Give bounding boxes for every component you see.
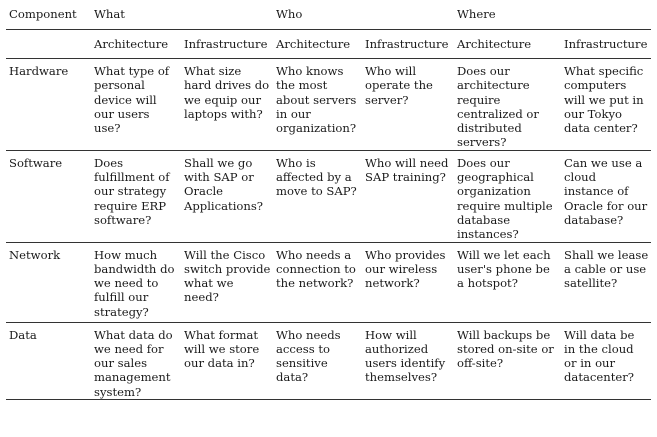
group-header-row: Component What Who Where bbox=[6, 4, 651, 30]
table-cell: Who needs a connection to the network? bbox=[273, 241, 362, 323]
subheader-blank bbox=[6, 29, 91, 59]
table-cell: What type of personal device will our us… bbox=[91, 58, 181, 151]
table-cell: What specific computers will we put in o… bbox=[561, 58, 651, 151]
subheader-cell: Architecture bbox=[91, 29, 181, 59]
corner-header: Component bbox=[9, 7, 77, 21]
subheader-cell: Infrastructure bbox=[181, 29, 273, 59]
table-cell: Does fulfillment of our strategy require… bbox=[91, 149, 181, 243]
table-cell: Will backups be stored on-site or off-si… bbox=[454, 321, 561, 401]
table-row-software: Software Does fulfillment of our strateg… bbox=[6, 149, 651, 243]
table-cell: How much bandwidth do we need to fulfill… bbox=[91, 241, 181, 323]
table-row-network: Network How much bandwidth do we need to… bbox=[6, 241, 651, 323]
table-cell: Who will operate the server? bbox=[362, 58, 454, 151]
group-header-where: Where bbox=[457, 7, 496, 21]
table-cell: Can we use a cloud instance of Oracle fo… bbox=[561, 149, 651, 243]
table-cell: Who will need SAP training? bbox=[362, 149, 454, 243]
table-cell: Shall we lease a cable or use satellite? bbox=[561, 241, 651, 323]
table-cell: Will we let each user's phone be a hotsp… bbox=[454, 241, 561, 323]
table-cell: Who knows the most about servers in our … bbox=[273, 58, 362, 151]
table-row-hardware: Hardware What type of personal device wi… bbox=[6, 58, 651, 151]
subheader-cell: Infrastructure bbox=[561, 29, 651, 59]
table-cell: Will the Cisco switch provide what we ne… bbox=[181, 241, 273, 323]
subheader-cell: Architecture bbox=[273, 29, 362, 59]
table-cell: Will data be in the cloud or in our data… bbox=[561, 321, 651, 401]
component-matrix-table: Component What Who Where Architecture In… bbox=[6, 4, 651, 401]
table-cell: Who needs access to sensitive data? bbox=[273, 321, 362, 401]
table-cell: What size hard drives do we equip our la… bbox=[181, 58, 273, 151]
row-label: Software bbox=[6, 149, 91, 243]
group-header-who: Who bbox=[276, 7, 303, 21]
row-label: Hardware bbox=[6, 58, 91, 151]
subheader-cell: Infrastructure bbox=[362, 29, 454, 59]
table-cell: Who is affected by a move to SAP? bbox=[273, 149, 362, 243]
group-header-what: What bbox=[94, 7, 125, 21]
table-cell: Does our geographical organization requi… bbox=[454, 149, 561, 243]
row-label: Network bbox=[6, 241, 91, 323]
table-cell: What data do we need for our sales manag… bbox=[91, 321, 181, 401]
table-cell: Shall we go with SAP or Oracle Applicati… bbox=[181, 149, 273, 243]
subheader-row: Architecture Infrastructure Architecture… bbox=[6, 29, 651, 59]
row-label: Data bbox=[6, 321, 91, 401]
table-cell: What format will we store our data in? bbox=[181, 321, 273, 401]
table-row-data: Data What data do we need for our sales … bbox=[6, 321, 651, 401]
table-cell: How will authorized users identify thems… bbox=[362, 321, 454, 401]
subheader-cell: Architecture bbox=[454, 29, 561, 59]
table-cell: Does our architecture require centralize… bbox=[454, 58, 561, 151]
table-cell: Who provides our wireless network? bbox=[362, 241, 454, 323]
